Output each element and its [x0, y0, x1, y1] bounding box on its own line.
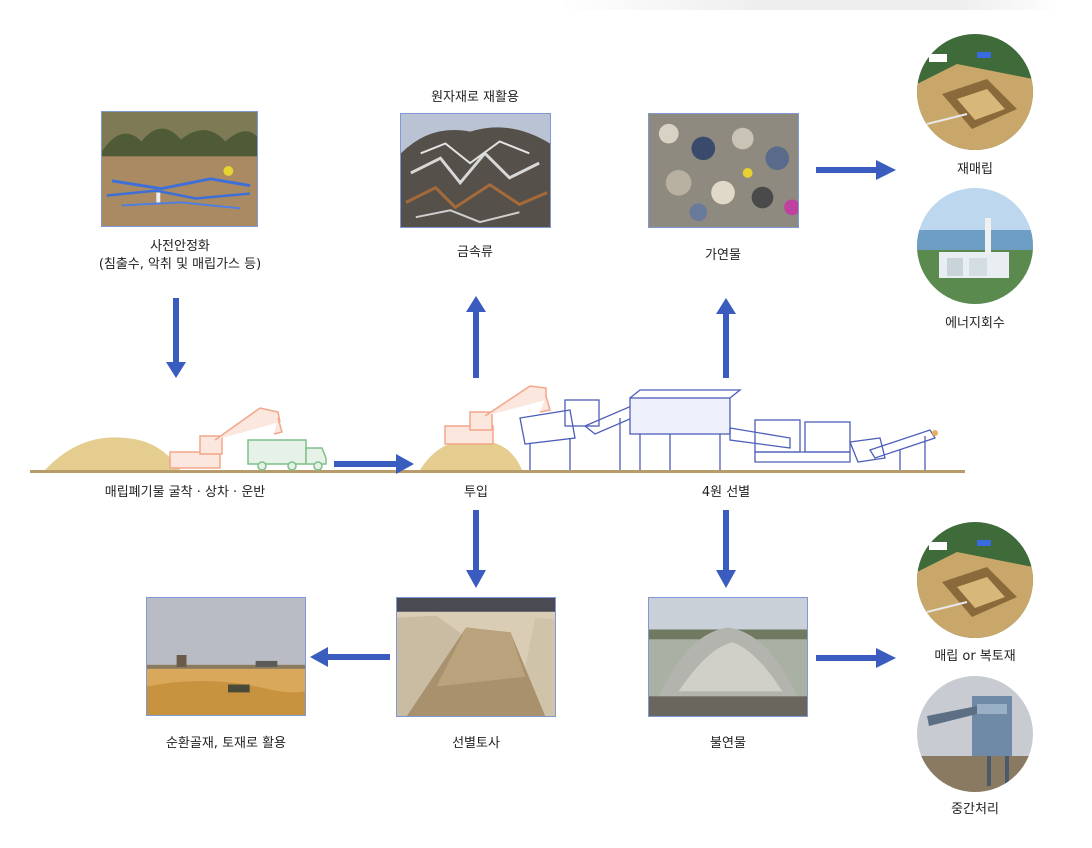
metal-label: 금속류: [457, 245, 493, 260]
relandfill-circle-image: [917, 34, 1033, 150]
sorted-soil-label: 선별토사: [452, 736, 500, 751]
input-to-soil-down-arrow: [466, 510, 486, 588]
sorted-soil-photo: [396, 597, 556, 717]
excavation-to-input-arrow: [334, 454, 414, 474]
input-to-metal-up-arrow: [466, 296, 486, 378]
sorting-label: 4원 선별: [701, 485, 751, 500]
combustible-to-right-arrow: [816, 160, 896, 180]
top-edge-shadow: [560, 0, 1060, 10]
energy-recovery-label: 에너지회수: [945, 316, 1005, 331]
recycled-label: 순환골재, 토재로 활용: [165, 736, 287, 751]
combustible-waste-photo: [648, 113, 799, 228]
landfill-cover-label: 매립 or 복토재: [934, 649, 1016, 664]
noncombustible-photo: [648, 597, 808, 717]
noncombustible-to-right-arrow: [816, 648, 896, 668]
stabilization-detail-label: (침출수, 악취 및 매립가스 등): [98, 257, 262, 272]
stabilization-photo: [101, 111, 258, 227]
stabilization-label: 사전안정화: [150, 239, 210, 254]
excavation-label: 매립폐기물 굴착 · 상차 · 운반: [104, 485, 266, 500]
landfill-cover-circle-image: [917, 522, 1033, 638]
stabilization-down-arrow: [166, 298, 186, 378]
sorting-to-noncombustible-down-arrow: [716, 510, 736, 588]
intermediate-treatment-circle-image: [917, 676, 1033, 792]
input-label: 투입: [464, 485, 488, 500]
recycled-aggregate-photo: [146, 597, 306, 716]
raw-material-label: 원자재로 재활용: [431, 90, 519, 105]
soil-to-recycled-left-arrow: [310, 647, 390, 667]
excavation-and-sorting-scene: [30, 378, 965, 478]
combustible-label: 가연물: [705, 248, 741, 263]
energy-recovery-circle-image: [917, 188, 1033, 304]
noncombustible-label: 불연물: [710, 736, 746, 751]
sorting-to-combustible-up-arrow: [716, 298, 736, 378]
relandfill-label: 재매립: [957, 162, 993, 177]
metal-scrap-photo: [400, 113, 551, 228]
intermediate-treatment-label: 중간처리: [951, 802, 999, 817]
